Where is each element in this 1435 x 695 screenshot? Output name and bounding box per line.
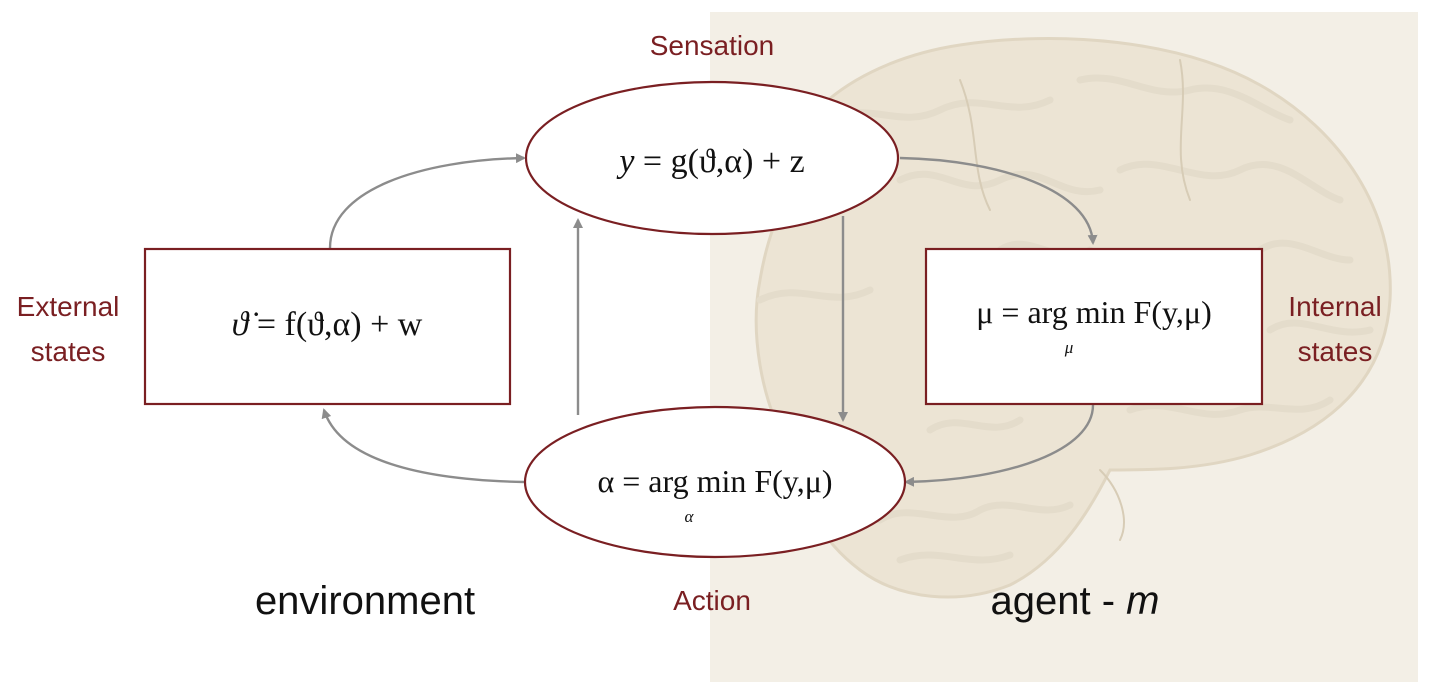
internal-equation: μ = arg min F(y,μ) — [976, 294, 1211, 330]
external-states-label-line2: states — [31, 336, 106, 367]
internal-states-label-line1: Internal — [1288, 291, 1381, 322]
arrows — [321, 153, 1098, 487]
sensation-label: Sensation — [650, 30, 775, 61]
internal-equation-subscript: μ — [1064, 338, 1074, 357]
arrow-external-to-sensation — [328, 153, 526, 249]
arrow-sensation-to-internal — [899, 156, 1098, 245]
environment-label: environment — [255, 579, 475, 623]
arrow-action-to-external — [321, 408, 525, 484]
internal-states-node: μ = arg min F(y,μ) μ — [924, 247, 1264, 406]
external-states-node: ϑ̇ = f(ϑ,α) + w — [143, 247, 512, 406]
sensation-node: y = g(ϑ,α) + z — [524, 80, 900, 236]
internal-states-label-line2: states — [1298, 336, 1373, 367]
action-label: Action — [673, 585, 751, 616]
action-equation: α = arg min F(y,μ) — [597, 463, 832, 499]
external-equation: ϑ̇ = f(ϑ,α) + w — [232, 306, 423, 343]
sensation-equation: y = g(ϑ,α) + z — [616, 143, 804, 180]
external-states-label-line1: External — [17, 291, 120, 322]
arrow-internal-to-action — [904, 404, 1095, 487]
action-node: α = arg min F(y,μ) α — [523, 405, 907, 559]
agent-label: agent - m — [991, 579, 1160, 623]
action-equation-subscript: α — [685, 507, 695, 526]
